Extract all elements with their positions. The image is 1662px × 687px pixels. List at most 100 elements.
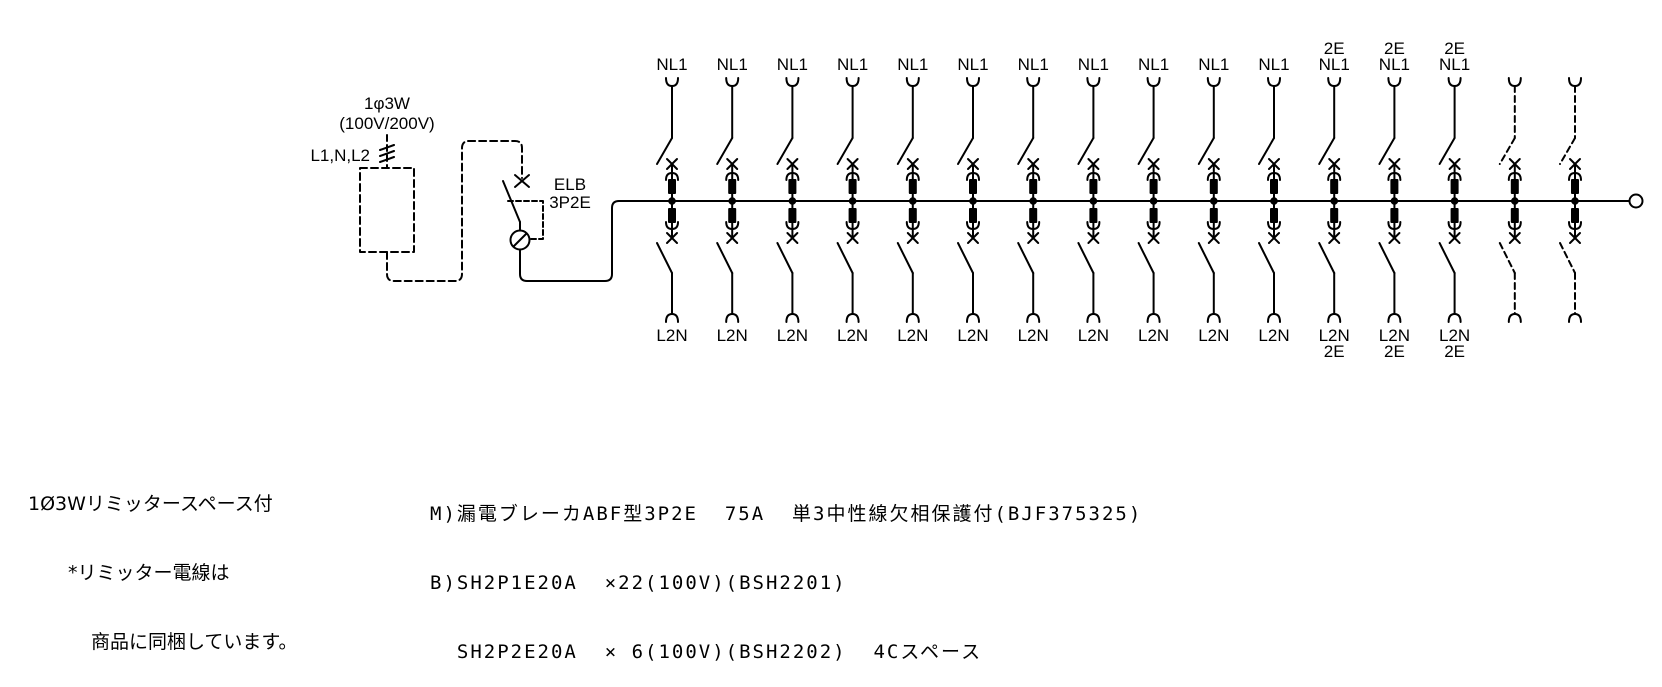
breaker-blade-upper: [656, 137, 673, 165]
circuit-top-label: NL1: [957, 55, 988, 74]
supply-phase-label: 1φ3W: [364, 94, 410, 113]
breaker-blade-upper: [896, 137, 914, 165]
plug-in-arc-icon: [665, 172, 679, 181]
circuit-bottom-label: L2N: [957, 326, 988, 345]
plug-in-arc-icon: [725, 172, 740, 181]
plug-in-arc-icon: [1387, 172, 1402, 181]
breaker-blade-lower: [836, 242, 854, 274]
breaker-blade-lower: [1378, 242, 1396, 274]
terminal-cup-icon: [1387, 77, 1402, 87]
breaker-blade-upper: [1559, 137, 1576, 165]
breaker-blade-upper: [1378, 137, 1396, 165]
terminal-cup-icon: [1026, 77, 1041, 87]
circuit-bottom-label: L2N: [837, 326, 868, 345]
circuit-top-label: 2E: [1324, 39, 1345, 58]
terminal-cap-icon: [1447, 313, 1462, 323]
circuit-top-label: NL1: [1319, 55, 1350, 74]
plug-in-block: [908, 179, 917, 194]
breaker-blade-lower: [1498, 242, 1516, 274]
plug-in-block: [1029, 179, 1038, 194]
terminal-cup-icon: [1507, 77, 1522, 87]
circuit-bottom-label: 2E: [1324, 342, 1345, 361]
terminal-cup-icon: [1206, 77, 1221, 87]
plug-in-arc-icon: [905, 172, 920, 181]
elb-type-label: ELB: [554, 175, 586, 194]
breaker-blade-lower: [957, 242, 974, 274]
circuit-bottom-label: L2N: [656, 326, 687, 345]
parts-line-branch-2e: SH2P2E20A × 6(100V)(BSH2202) 4Cスペース: [430, 641, 983, 663]
circuit-top-label: NL1: [1138, 55, 1169, 74]
terminal-cup-icon: [845, 77, 860, 87]
parts-line-branch-1e: B)SH2P1E20A ×22(100V)(BSH2201): [430, 572, 847, 594]
terminal-cup-icon: [1447, 77, 1462, 87]
circuit-bottom-label: L2N: [717, 326, 748, 345]
main-breaker-elb: [502, 174, 620, 282]
spare-breaker-space: [1498, 77, 1522, 323]
plug-in-arc-icon: [1026, 172, 1041, 181]
plug-in-arc-icon: [1146, 172, 1161, 181]
terminal-cap-icon: [905, 313, 920, 323]
plug-in-arc-icon: [785, 172, 800, 181]
breaker-blade-upper: [1258, 137, 1275, 165]
circuit-bottom-label: L2N: [1439, 326, 1470, 345]
terminal-cap-icon: [665, 313, 679, 323]
terminal-cap-icon: [1568, 313, 1582, 323]
circuit-bottom-label: L2N: [1319, 326, 1350, 345]
circuit-bottom-label: L2N: [897, 326, 928, 345]
breaker-blade-upper: [836, 137, 854, 165]
terminal-cap-icon: [1267, 313, 1281, 323]
breaker-blade-upper: [1318, 137, 1336, 165]
elb-poles-label: 3P2E: [549, 193, 591, 212]
terminal-cap-icon: [845, 313, 860, 323]
breaker-blade-lower: [1077, 242, 1095, 274]
note-line-1: 1Ø3Wリミッタースペース付: [28, 493, 273, 515]
breaker-blade-upper: [1017, 137, 1035, 165]
bus-end-terminal-icon: [1628, 193, 1644, 209]
plug-in-block: [1390, 179, 1399, 194]
note-line-3: 商品に同梱しています。: [91, 631, 298, 653]
circuit-top-label: NL1: [1258, 55, 1289, 74]
circuit-top-label: NL1: [1078, 55, 1109, 74]
circuit-top-label: 2E: [1384, 39, 1405, 58]
circuit-top-label: NL1: [1018, 55, 1049, 74]
circuit-bottom-label: 2E: [1384, 342, 1405, 361]
terminal-cap-icon: [1146, 313, 1161, 323]
breaker-blade-lower: [1197, 242, 1215, 274]
main-feeder: [519, 200, 620, 282]
breaker-blade-upper: [1498, 137, 1516, 165]
plug-in-block: [1089, 179, 1098, 194]
circuit-top-label: NL1: [717, 55, 748, 74]
terminal-cup-icon: [1568, 77, 1582, 87]
terminal-cup-icon: [905, 77, 920, 87]
terminal-cap-icon: [1206, 313, 1221, 323]
circuit-top-label: NL1: [1198, 55, 1229, 74]
plug-in-block: [1209, 179, 1218, 194]
terminal-cup-icon: [966, 77, 980, 87]
terminal-cap-icon: [1327, 313, 1342, 323]
breaker-blade-upper: [957, 137, 974, 165]
terminal-cup-icon: [1086, 77, 1101, 87]
plug-in-arc-icon: [845, 172, 860, 181]
plug-in-block: [1149, 179, 1158, 194]
terminal-cap-icon: [725, 313, 740, 323]
terminal-cup-icon: [785, 77, 800, 87]
circuit-bottom-label: L2N: [1379, 326, 1410, 345]
terminal-cap-icon: [966, 313, 980, 323]
circuit-top-label: NL1: [656, 55, 687, 74]
circuit-top-label: NL1: [1379, 55, 1410, 74]
circuit-bottom-label: L2N: [1078, 326, 1109, 345]
breaker-blade-lower: [1258, 242, 1275, 274]
breaker-blade-lower: [656, 242, 673, 274]
note-line-2: *リミッター電線は: [68, 562, 230, 584]
plug-in-block: [1270, 179, 1278, 194]
supply-line: [379, 134, 395, 169]
parts-list: M)漏電ブレーカABF型3P2E 75A 単3中性線欠相保護付(BJF37532…: [430, 457, 1142, 687]
supply-lines-label: L1,N,L2: [310, 146, 370, 165]
plug-in-arc-icon: [1447, 172, 1462, 181]
